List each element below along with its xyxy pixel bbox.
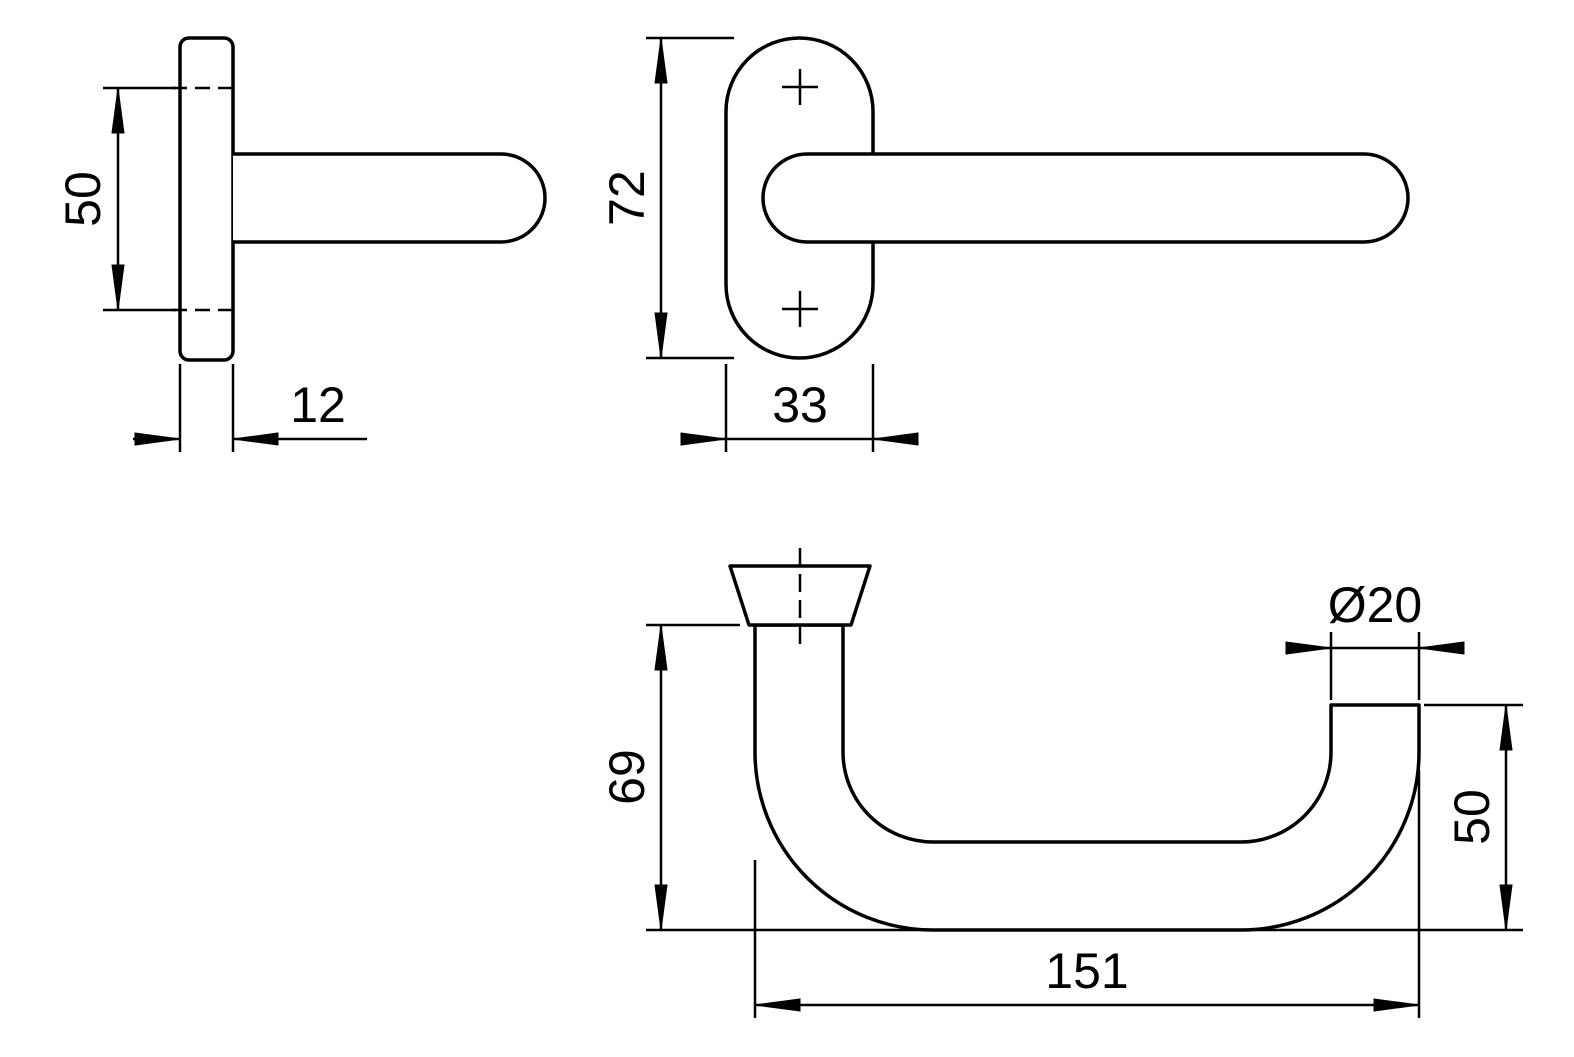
rose-side-outline (178, 36, 235, 362)
dim-end-height: 50 (1246, 703, 1523, 932)
dim-label-grip-diameter: Ø20 (1328, 577, 1423, 633)
dim-label-projection-length: 151 (1045, 943, 1128, 999)
dim-hole-spacing: 50 (55, 86, 176, 312)
front-view: 72 33 (599, 36, 1410, 452)
dim-rose-thickness: 12 (133, 364, 367, 452)
screw-mark-bottom (782, 291, 818, 327)
dim-grip-diameter: Ø20 (1285, 577, 1465, 700)
dim-label-rose-height: 72 (599, 170, 655, 226)
dim-label-rose-thickness: 12 (290, 377, 346, 433)
dim-profile-height: 69 (599, 623, 925, 932)
side-view: 50 12 (55, 36, 547, 452)
dim-rose-height: 72 (599, 36, 734, 360)
neck-collar-outline (728, 564, 872, 627)
dim-label-hole-spacing: 50 (55, 171, 111, 227)
profile-view: 69 Ø20 50 151 (599, 548, 1523, 1018)
dim-rose-width: 33 (680, 364, 919, 452)
dim-projection-length: 151 (753, 770, 1421, 1018)
grip-profile-outline (753, 623, 1421, 932)
dim-label-end-height: 50 (1444, 789, 1500, 845)
dim-label-profile-height: 69 (599, 749, 655, 805)
dim-label-rose-width: 33 (772, 377, 828, 433)
lever-side-outline (233, 152, 547, 244)
lever-front-outline (761, 152, 1410, 244)
screw-mark-top (782, 69, 818, 105)
